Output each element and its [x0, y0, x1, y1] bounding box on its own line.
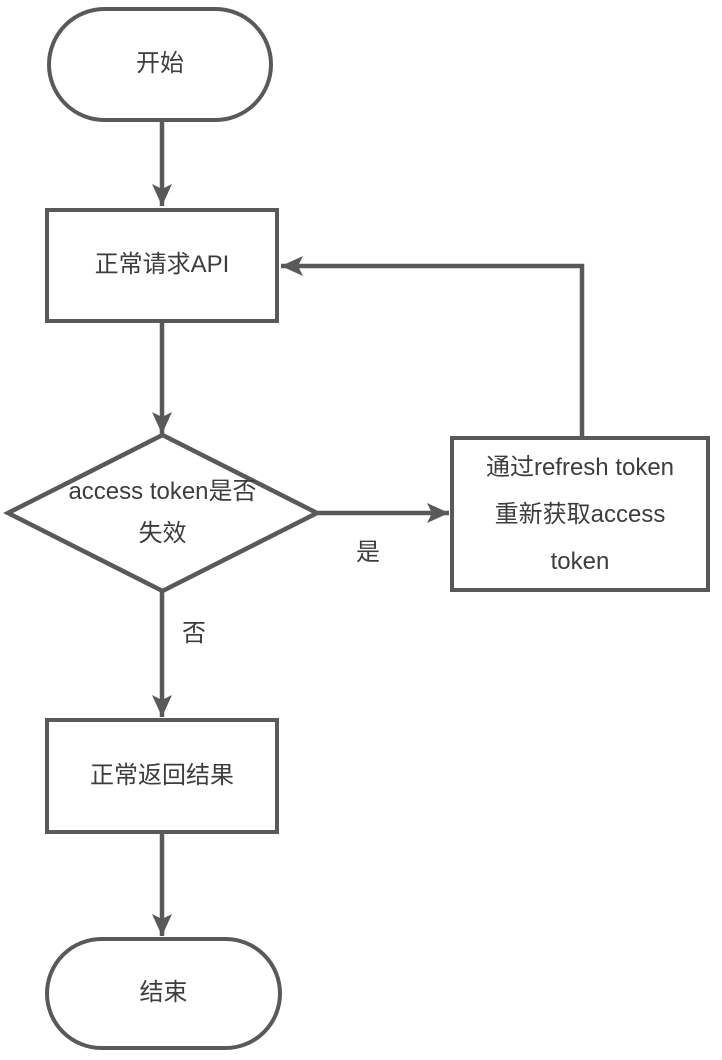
refresh-token-label-line3: token	[550, 547, 610, 575]
end-node: 结束	[45, 937, 282, 1050]
refresh-token-node: 通过refresh token 重新获取access token	[450, 436, 710, 592]
refresh-token-label-line2: 重新获取access	[494, 500, 666, 528]
edge-label-no: 否	[182, 620, 206, 647]
return-result-label: 正常返回结果	[90, 761, 234, 789]
start-node: 开始	[47, 7, 273, 122]
edge-label-yes: 是	[356, 539, 380, 566]
edge-refresh-to-request-api	[281, 256, 585, 436]
token-check-label-line1: access token是否	[68, 478, 257, 505]
refresh-token-label-line1: 通过refresh token	[485, 453, 675, 481]
token-check-node: access token是否 失效	[22, 471, 303, 555]
request-api-label: 正常请求API	[94, 251, 230, 279]
start-label: 开始	[136, 50, 184, 78]
return-result-node: 正常返回结果	[45, 718, 279, 834]
decision-diamond-shape	[3, 432, 322, 594]
token-check-label-line2: 失效	[138, 520, 187, 547]
end-label: 结束	[139, 979, 188, 1007]
request-api-node: 正常请求API	[45, 208, 279, 323]
